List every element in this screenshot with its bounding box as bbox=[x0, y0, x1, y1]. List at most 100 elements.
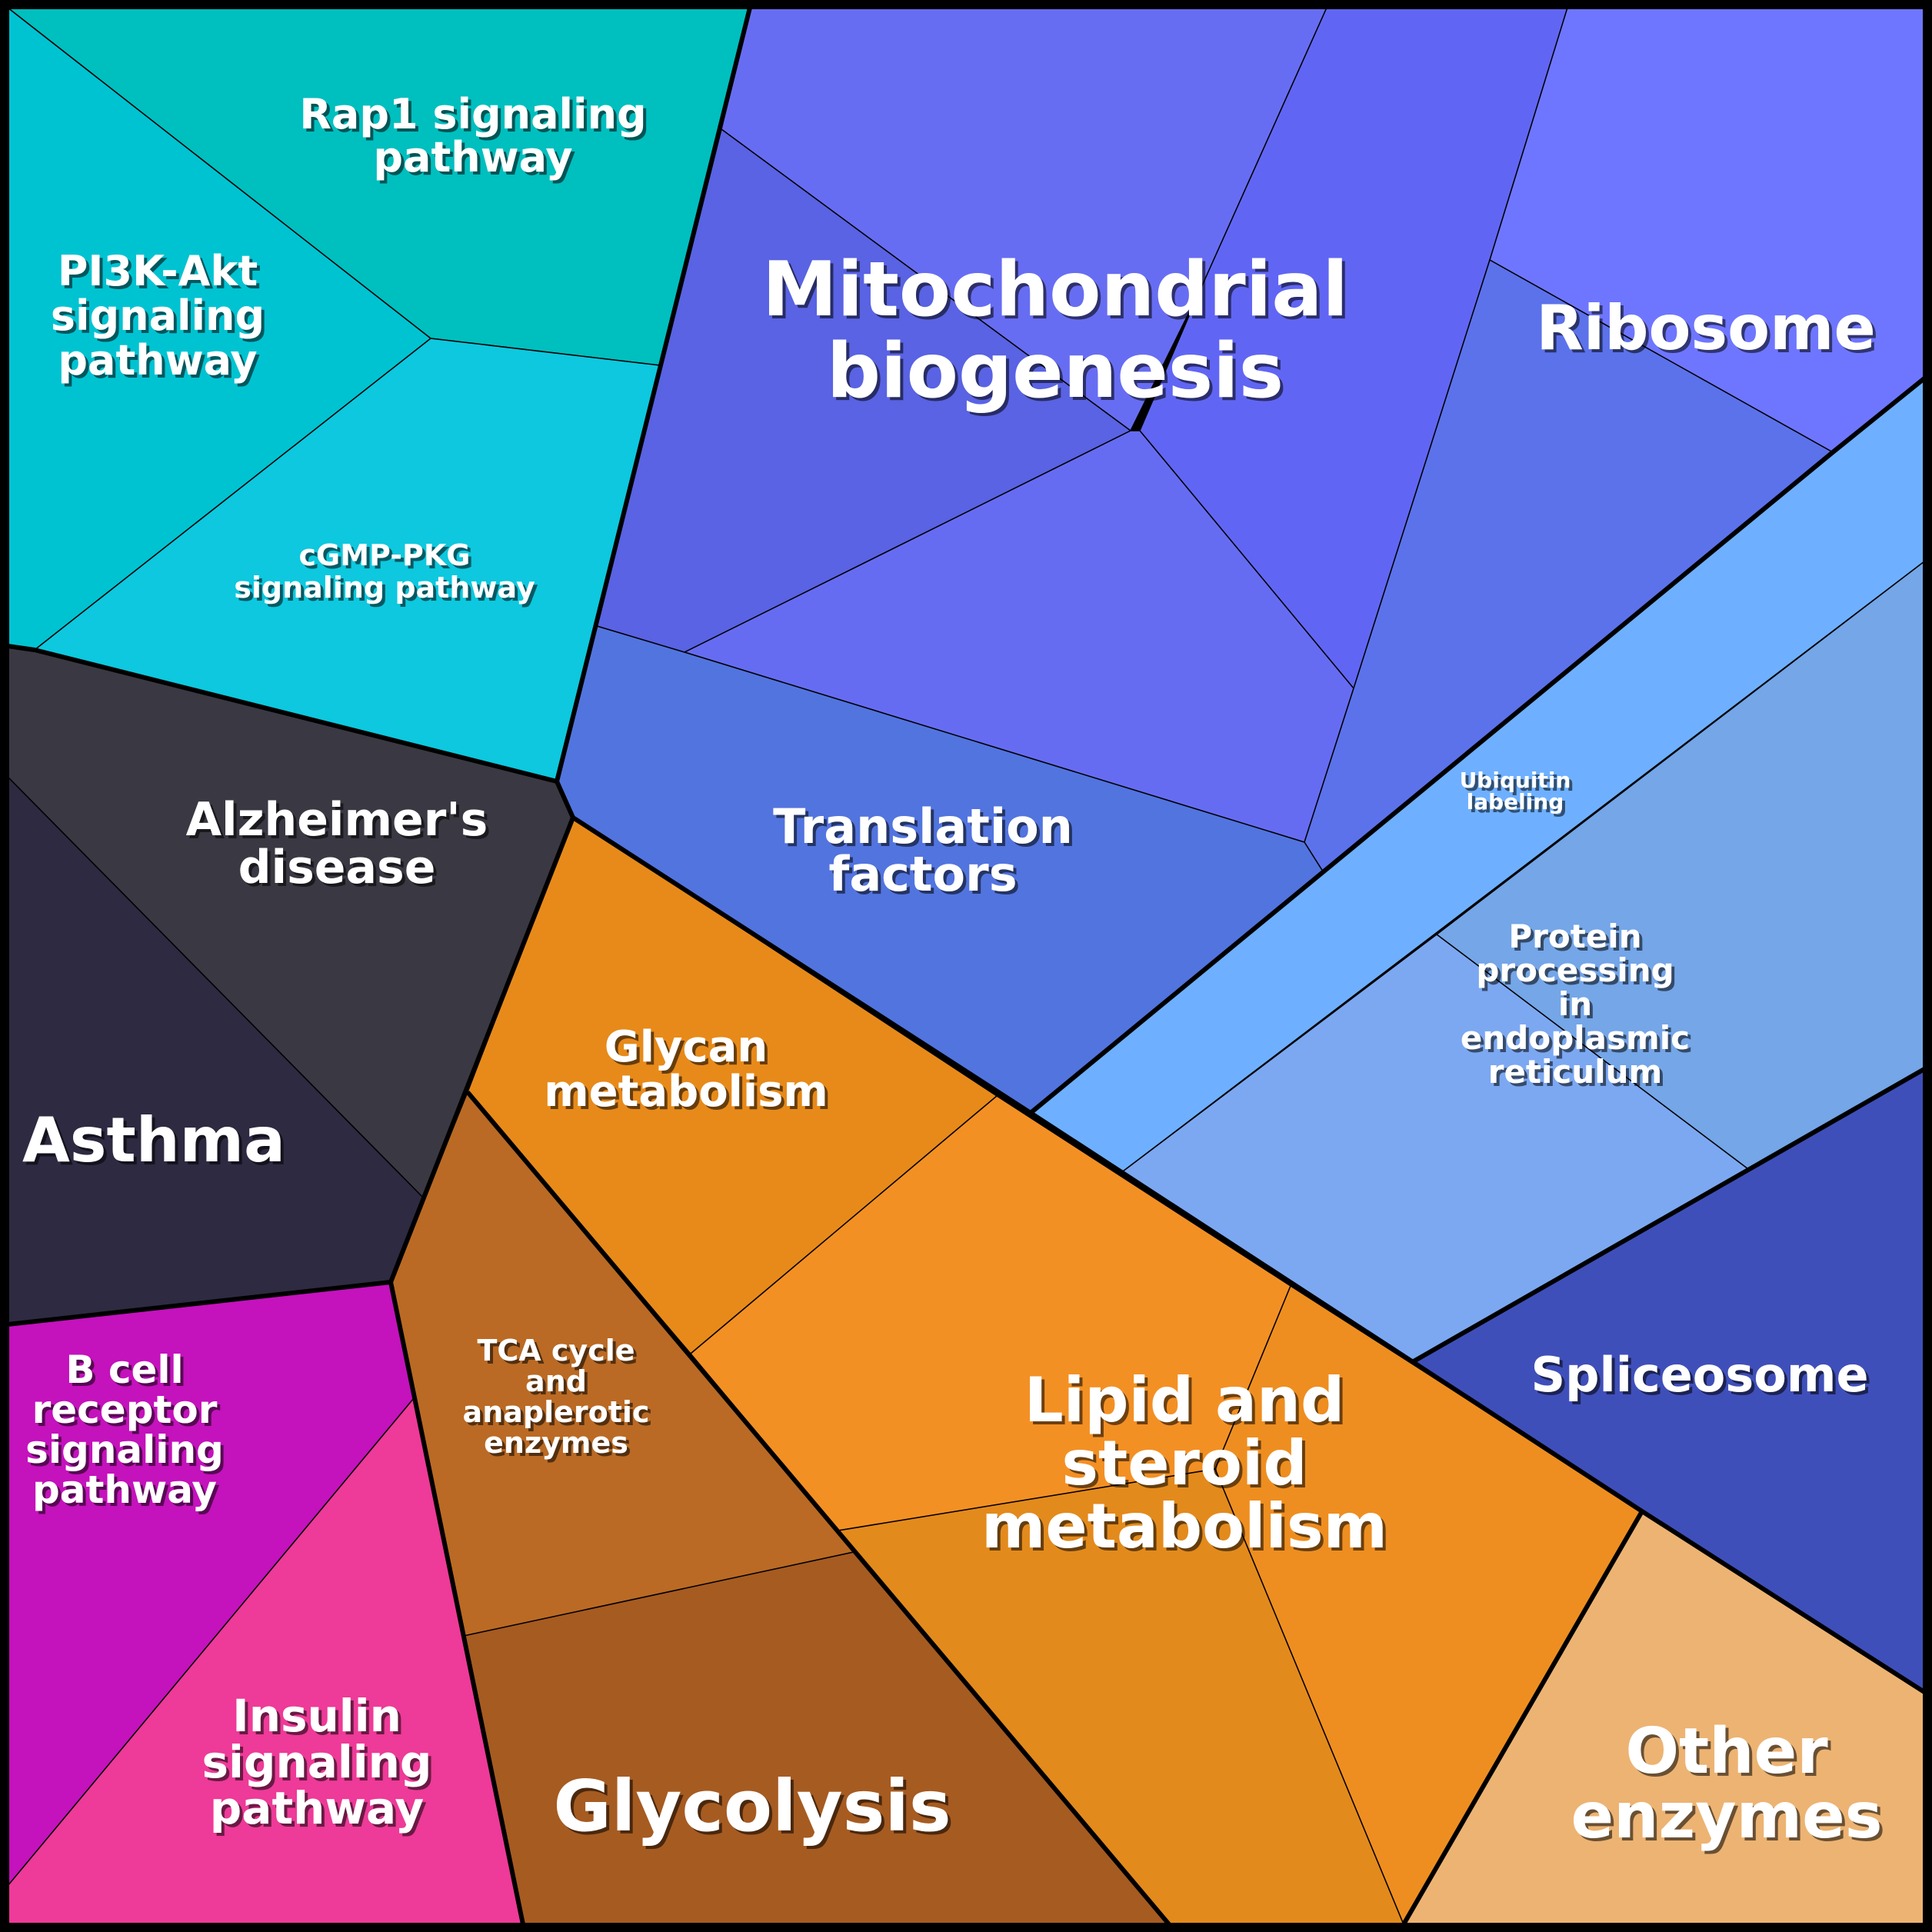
label-line: pathway bbox=[210, 1782, 424, 1834]
label-line: Alzheimer's bbox=[189, 796, 491, 850]
label-line: Spliceosome bbox=[1531, 1347, 1868, 1403]
label-shadow: Spliceosome bbox=[1534, 1350, 1871, 1406]
label-line: Rap1 signaling bbox=[302, 93, 649, 142]
label-line: pathway bbox=[373, 133, 572, 182]
label-line: cGMP-PKG bbox=[302, 541, 474, 575]
label-line: disease bbox=[242, 844, 439, 898]
label-line: enzymes bbox=[1571, 1780, 1882, 1853]
label-shadow: Glycolysis bbox=[556, 1768, 954, 1850]
label-line: pathway bbox=[35, 1471, 220, 1515]
label-line: Glycolysis bbox=[553, 1765, 951, 1847]
label-line: Lipid and bbox=[1024, 1364, 1344, 1436]
label-line: Glycolysis bbox=[556, 1768, 954, 1850]
group-border-0 bbox=[7, 7, 752, 784]
group-borders bbox=[7, 7, 1926, 1926]
label-line: Ubiquitin bbox=[1460, 768, 1571, 793]
label-line: Other bbox=[1625, 1715, 1828, 1788]
group-border-1 bbox=[7, 780, 575, 1327]
group-border-2 bbox=[571, 376, 1926, 1115]
label-line: Ubiquitin bbox=[1463, 771, 1574, 796]
label-line: Rap1 signaling bbox=[299, 90, 646, 138]
label-line: and bbox=[528, 1367, 590, 1401]
label-line: pathway bbox=[376, 136, 575, 185]
label-line: pathway bbox=[32, 1467, 217, 1512]
label-line: signaling pathway bbox=[234, 571, 535, 605]
label-line: enzymes bbox=[484, 1426, 628, 1460]
label-text: Glycolysis bbox=[553, 1765, 951, 1847]
label-line: signaling bbox=[205, 1739, 435, 1791]
label-line: anaplerotic bbox=[463, 1395, 650, 1429]
label-line: factors bbox=[828, 846, 1017, 902]
label-line: processing bbox=[1476, 951, 1674, 989]
label-line: signaling bbox=[54, 295, 268, 343]
label-line: TCA cycle bbox=[480, 1337, 638, 1371]
label-text: Spliceosome bbox=[1531, 1347, 1868, 1403]
label-shadow: Asthma bbox=[25, 1108, 288, 1179]
label-line: Other bbox=[1628, 1718, 1831, 1791]
label-line: metabolism bbox=[981, 1491, 1387, 1562]
label-line: PI3K-Akt bbox=[61, 250, 261, 298]
label-line: in bbox=[1561, 988, 1595, 1026]
label-line: pathway bbox=[58, 336, 257, 385]
label-line: pathway bbox=[213, 1785, 427, 1837]
label-line: signaling bbox=[202, 1736, 432, 1788]
label-line: B cell bbox=[65, 1347, 183, 1392]
label-line: metabolism bbox=[984, 1494, 1391, 1565]
label-line: receptor bbox=[32, 1387, 218, 1432]
label-line: and bbox=[525, 1364, 587, 1398]
group-border-4 bbox=[1412, 1067, 1926, 1364]
label-line: signaling bbox=[25, 1427, 224, 1472]
group-border-5 bbox=[465, 1091, 1171, 1926]
label-line: Translation bbox=[776, 801, 1076, 858]
label-line: Lipid and bbox=[1028, 1367, 1347, 1439]
label-line: signaling pathway bbox=[237, 574, 538, 608]
label-line: Translation bbox=[773, 798, 1073, 854]
label-line: labeling bbox=[1470, 792, 1567, 818]
label-line: receptor bbox=[35, 1391, 221, 1435]
label-line: Ribosome bbox=[1539, 295, 1878, 367]
label-line: metabolism bbox=[547, 1070, 831, 1120]
label-line: pathway bbox=[61, 339, 260, 388]
label-line: signaling bbox=[51, 291, 265, 340]
label-line: Insulin bbox=[232, 1690, 401, 1742]
label-line: in bbox=[1558, 985, 1592, 1023]
label-line: Protein bbox=[1511, 921, 1644, 958]
label-line: Mitochondrial bbox=[762, 246, 1348, 334]
label-line: factors bbox=[831, 849, 1020, 905]
label-line: biogenesis bbox=[830, 331, 1287, 418]
label-line: anaplerotic bbox=[466, 1398, 653, 1432]
